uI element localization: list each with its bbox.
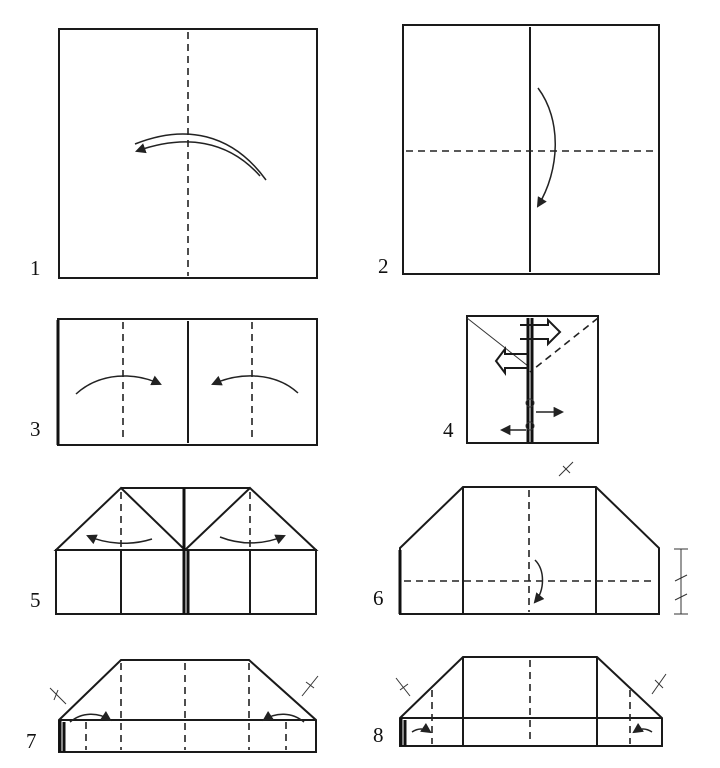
step-8-paper: [400, 657, 662, 746]
step-1-fold-arrow-outer: [135, 134, 266, 180]
step-5-lower-rectangle: [56, 550, 316, 614]
step-4-open-arrow-upper: [520, 320, 560, 344]
step-number-2: 2: [378, 254, 389, 278]
step-number-5: 5: [30, 588, 41, 612]
step-4-open-arrow-lower: [496, 349, 528, 373]
step-3-right-fold-arrow: [211, 376, 298, 393]
step-7-right-turn-tick: [306, 682, 314, 688]
step-3-left-fold-arrow: [76, 376, 162, 394]
step-5-right-fold-arrow: [220, 534, 286, 545]
step-4-figure: [467, 316, 598, 443]
step-number-4: 4: [443, 418, 454, 442]
step-1-figure: [59, 29, 317, 278]
step-number-6: 6: [373, 586, 384, 610]
step-8-figure: [396, 657, 666, 746]
step-3-figure: [58, 319, 317, 445]
step-8-left-turn-mark: [396, 678, 410, 696]
step-8-left-turn-tick: [400, 684, 408, 690]
step-4-pivot-mark: [526, 399, 534, 407]
step-7-right-fold-arrow: [262, 710, 304, 722]
step-7-left-fold-arrow: [70, 710, 112, 722]
step-8-right-turn-tick: [655, 680, 663, 688]
step-7-left-turn-tick: [54, 690, 58, 700]
step-8-left-fold-arrow: [412, 722, 432, 734]
step-number-3: 3: [30, 417, 41, 441]
step-number-1: 1: [30, 256, 41, 280]
step-7-right-turn-mark: [302, 676, 318, 696]
step-6-dimension-mid-mark: [675, 575, 687, 581]
step-7-paper: [59, 660, 316, 752]
step-7-figure: [50, 660, 318, 752]
step-6-figure: [400, 462, 688, 614]
step-4-left-diagonal: [467, 318, 528, 366]
step-8-right-fold-arrow: [632, 722, 652, 734]
step-5-figure: [56, 488, 316, 614]
step-5-left-fold-arrow: [86, 534, 152, 545]
step-1-fold-arrow: [135, 142, 260, 176]
step-number-8: 8: [373, 723, 384, 747]
step-6-dimension-mid-mark-2: [675, 594, 687, 600]
step-4-pivot-mark-2: [526, 422, 534, 430]
step-2-fold-arrow: [536, 88, 555, 208]
step-number-7: 7: [26, 729, 37, 753]
step-4-right-diagonal-fold: [530, 318, 598, 372]
step-6-fold-arrow: [533, 560, 545, 604]
step-6-turn-over-tick: [563, 466, 570, 473]
step-2-figure: [403, 25, 659, 274]
step-7-left-turn-mark: [50, 688, 66, 704]
